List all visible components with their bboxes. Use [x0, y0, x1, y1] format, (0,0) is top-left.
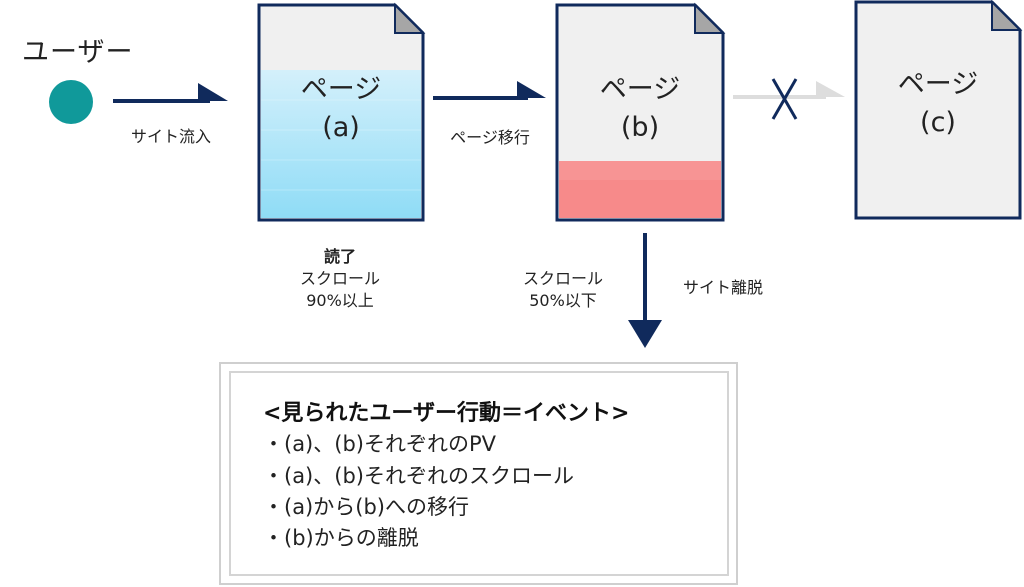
page-a-labels: ページ (a) — [259, 5, 423, 220]
page-b-id: (b) — [620, 112, 660, 143]
page-a-caption: 読了 スクロール 90%以上 — [280, 246, 400, 312]
page-a-caption-read: 読了 — [323, 247, 356, 266]
site-exit-label: サイト離脱 — [682, 278, 763, 297]
event-item: ・(a)、(b)それぞれのスクロール — [263, 464, 574, 488]
user-icon — [49, 80, 93, 124]
arrow-blocked — [733, 81, 845, 99]
event-item: ・(a)から(b)への移行 — [263, 495, 469, 519]
page-c-labels: ページ (c) — [856, 2, 1020, 218]
page-a-caption-scroll: スクロール — [299, 269, 380, 288]
event-item: ・(a)、(b)それぞれのPV — [263, 432, 496, 456]
site-entry-label: サイト流入 — [130, 127, 211, 146]
page-a-id: (a) — [322, 112, 360, 143]
page-b-caption: スクロール 50%以下 — [503, 268, 623, 312]
page-a-caption-percent: 90%以上 — [306, 291, 374, 310]
arrow-site-entry — [113, 83, 228, 103]
events-title: <見られたユーザー行動＝イベント> — [263, 401, 630, 426]
page-b-caption-scroll: スクロール — [522, 269, 603, 288]
blocked-x-mark — [771, 78, 798, 120]
page-b-caption-percent: 50%以下 — [529, 291, 597, 310]
page-c-id: (c) — [920, 107, 956, 138]
page-a-title: ページ — [300, 74, 382, 105]
page-c-document — [854, 0, 1023, 220]
events-box — [229, 371, 729, 576]
page-transition-label: ページ移行 — [450, 128, 530, 147]
event-item: ・(b)からの離脱 — [263, 526, 419, 550]
page-c-title: ページ — [897, 69, 979, 100]
arrow-site-exit — [628, 233, 662, 348]
page-b-labels: ページ (b) — [557, 5, 723, 220]
user-label: ユーザー — [22, 37, 134, 68]
events-box-outer — [219, 362, 738, 585]
page-b-document — [555, 2, 726, 222]
page-a-document — [257, 2, 426, 222]
arrow-page-transition — [433, 81, 546, 100]
page-b-title: ページ — [599, 74, 681, 105]
